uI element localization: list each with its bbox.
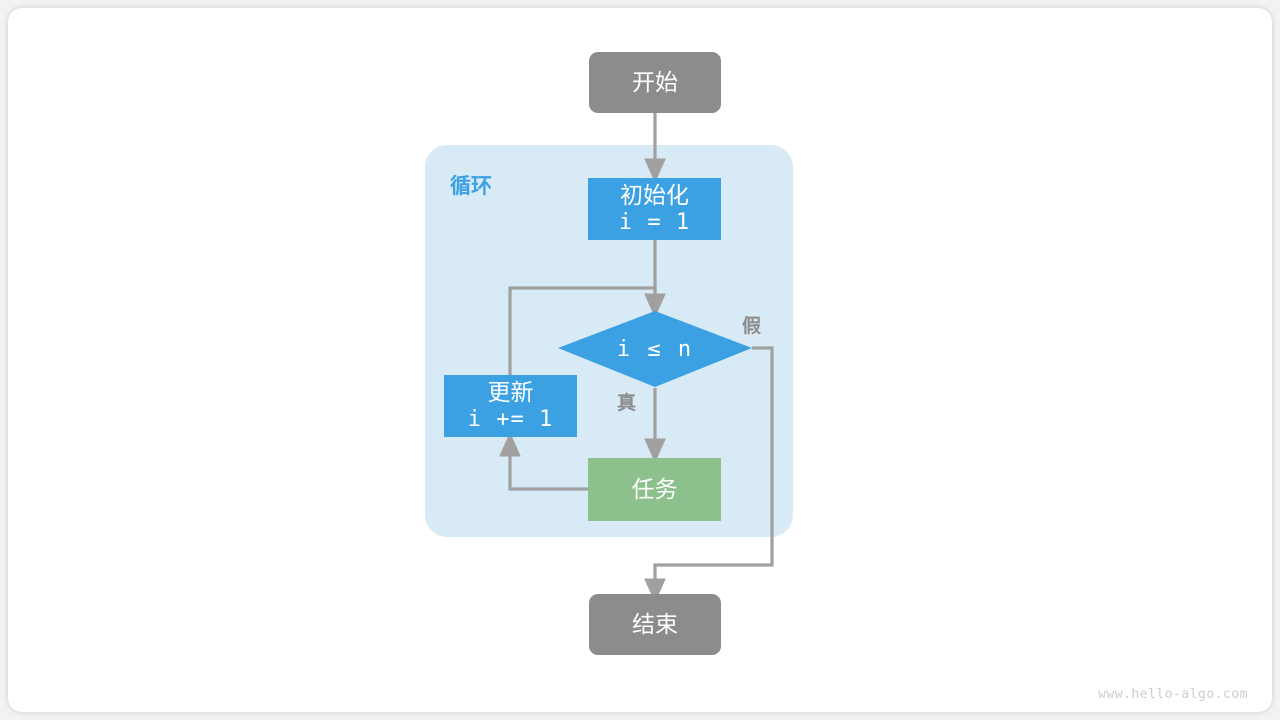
- node-task: 任务: [588, 458, 721, 521]
- node-start-label: 开始: [632, 68, 678, 95]
- node-update-label-line2: i += 1: [467, 406, 554, 432]
- node-init-label-line2: i = 1: [618, 209, 691, 235]
- node-end: 结束: [589, 594, 721, 655]
- loop-group-label: 循环: [450, 175, 492, 198]
- edge-label-false: 假: [742, 316, 762, 337]
- node-init: 初始化 i = 1: [588, 178, 721, 240]
- edge-label-true: 真: [617, 393, 637, 414]
- node-init-label-line1: 初始化: [620, 182, 689, 209]
- edge-task-to-update: [499, 432, 588, 491]
- node-start: 开始: [589, 52, 721, 113]
- watermark-url: www.hello-algo.com: [1098, 687, 1248, 702]
- condition-diamond-shape: [558, 311, 752, 387]
- edge-condition-false-to-end: [644, 346, 774, 603]
- node-update: 更新 i += 1: [444, 375, 577, 437]
- node-task-label: 任务: [631, 475, 678, 502]
- node-end-label: 结束: [632, 610, 678, 637]
- edge-update-to-condition: [508, 286, 657, 375]
- node-update-label-line1: 更新: [487, 379, 534, 406]
